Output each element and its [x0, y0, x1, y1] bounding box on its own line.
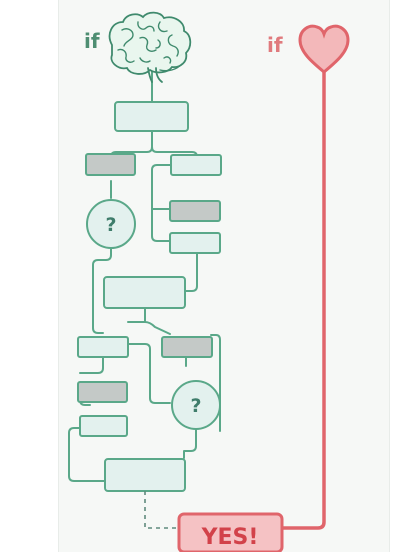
decision-box-grey [77, 381, 128, 403]
process-box [170, 154, 222, 176]
brain-if-label: if [84, 29, 100, 53]
brain-icon [108, 11, 192, 83]
heart-if-label: if [267, 33, 283, 57]
heart-icon [298, 24, 350, 74]
yes-outcome-box: YES! [177, 512, 284, 552]
question-mark: ? [190, 395, 201, 417]
process-boxes [77, 101, 222, 492]
process-box [77, 336, 129, 358]
decision-box-grey [169, 200, 221, 222]
process-box-top [114, 101, 189, 132]
yes-label: YES! [201, 525, 259, 550]
question-circle-2: ? [171, 380, 221, 430]
question-circle-1: ? [86, 199, 136, 249]
decision-box-grey [161, 336, 213, 358]
process-box-middle [103, 276, 186, 309]
decision-box-grey [85, 153, 136, 176]
dashed-connector [144, 491, 179, 529]
process-box [79, 415, 128, 437]
heart-path [280, 70, 326, 530]
process-box [169, 232, 221, 254]
process-box-bottom [104, 458, 186, 492]
question-mark: ? [105, 214, 116, 236]
